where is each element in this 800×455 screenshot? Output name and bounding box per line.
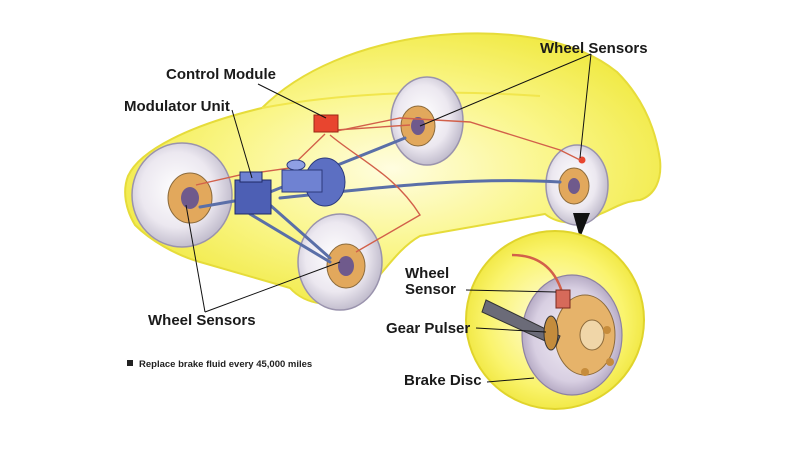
- bullet-icon: [127, 360, 133, 367]
- zoom-detail: [465, 230, 645, 410]
- car-body: [124, 32, 662, 305]
- label-control-module: Control Module: [166, 66, 276, 83]
- wheel-rear-left: [390, 76, 464, 166]
- zoom-pointer: [573, 213, 590, 238]
- label-wheel-sensor-line1: Wheel: [405, 265, 450, 282]
- leader-lines: [185, 53, 592, 313]
- maintenance-note-text: Replace brake fluid every 45,000 miles: [139, 359, 313, 370]
- label-wheel-sensor-line2: Sensor: [405, 281, 456, 298]
- label-wheel-sensors-bottom: Wheel Sensors: [148, 312, 256, 329]
- modulator-unit: [234, 171, 272, 215]
- label-modulator-unit: Modulator Unit: [124, 98, 230, 115]
- brake-booster: [281, 157, 346, 207]
- label-wheel-sensors-top: Wheel Sensors: [540, 40, 648, 57]
- zoom-leader-lines: [465, 289, 557, 383]
- label-brake-disc: Brake Disc: [404, 372, 482, 389]
- wheel-left-front: [131, 142, 233, 248]
- maintenance-note: Replace brake fluid every 45,000 miles: [127, 359, 312, 370]
- label-gear-pulser: Gear Pulser: [386, 320, 471, 337]
- sensor-wires: [195, 117, 581, 253]
- control-module-box: [313, 114, 339, 133]
